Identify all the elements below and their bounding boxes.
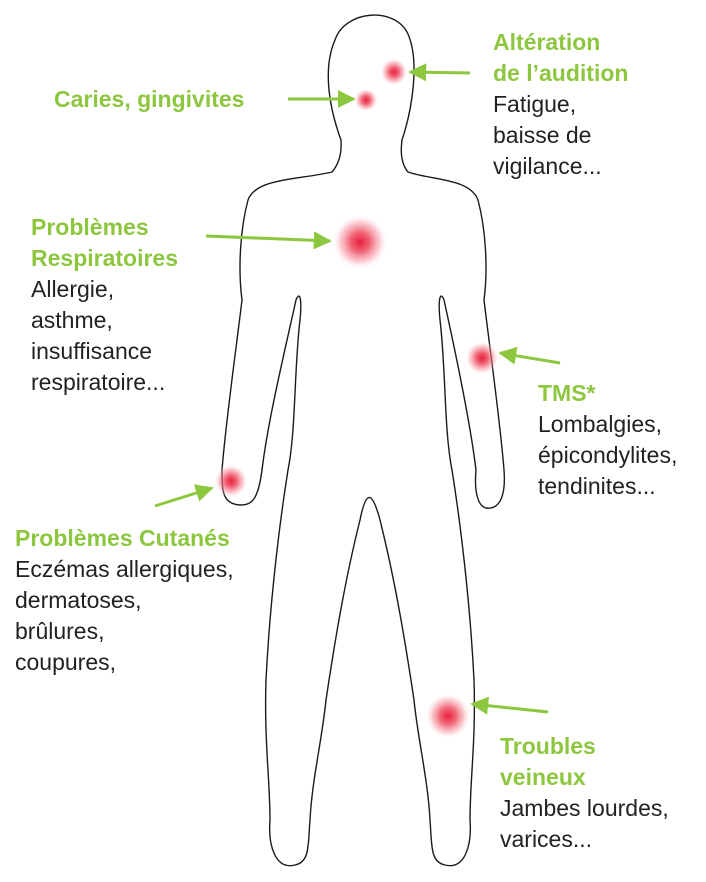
label-audition-desc-3: vigilance... [493, 151, 628, 182]
label-tms-desc-3: tendinites... [538, 471, 677, 502]
label-tms-desc-1: Lombalgies, [538, 409, 677, 440]
label-tms: TMS* Lombalgies, épicondylites, tendinit… [538, 378, 677, 502]
hotspot-hand [214, 464, 248, 498]
body-outline [222, 15, 504, 866]
hotspot-chest [332, 214, 388, 270]
label-caries: Caries, gingivites [54, 84, 244, 115]
label-audition-desc-1: Fatigue, [493, 89, 628, 120]
label-audition-title-2: de l’audition [493, 58, 628, 89]
arrow-cutanes [155, 488, 212, 506]
label-respiratoires-desc-4: respiratoire... [31, 367, 178, 398]
hotspot-elbow [465, 341, 499, 375]
arrow-tms [500, 353, 560, 363]
label-veineux-title: Troubles [500, 731, 669, 762]
hotspot-jaw [354, 88, 378, 112]
label-caries-title: Caries, gingivites [54, 84, 244, 115]
label-veineux-title-2: veineux [500, 762, 669, 793]
arrow-audition [410, 72, 470, 73]
label-cutanes-title: Problèmes Cutanés [15, 523, 234, 554]
label-respiratoires: Problèmes Respiratoires Allergie, asthme… [31, 212, 178, 398]
label-cutanes-desc-3: brûlures, [15, 616, 234, 647]
label-veineux-desc-1: Jambes lourdes, [500, 793, 669, 824]
label-cutanes-desc-4: coupures, [15, 647, 234, 678]
label-respiratoires-desc-2: asthme, [31, 305, 178, 336]
arrow-respiratoires [206, 236, 330, 241]
label-veineux: Troubles veineux Jambes lourdes, varices… [500, 731, 669, 855]
label-audition-desc-2: baisse de [493, 120, 628, 151]
label-respiratoires-desc-3: insuffisance [31, 336, 178, 367]
label-tms-title: TMS* [538, 378, 677, 409]
label-cutanes: Problèmes Cutanés Eczémas allergiques, d… [15, 523, 234, 678]
label-audition: Altération de l’audition Fatigue, baisse… [493, 27, 628, 182]
label-respiratoires-title: Problèmes [31, 212, 178, 243]
label-cutanes-desc-2: dermatoses, [15, 585, 234, 616]
arrow-veineux [472, 704, 548, 712]
hotspot-ear [380, 58, 408, 86]
label-tms-desc-2: épicondylites, [538, 440, 677, 471]
hotspot-knee [425, 693, 471, 739]
label-audition-title: Altération [493, 27, 628, 58]
hotspots [214, 58, 499, 739]
label-respiratoires-desc-1: Allergie, [31, 274, 178, 305]
label-veineux-desc-2: varices... [500, 824, 669, 855]
label-cutanes-desc-1: Eczémas allergiques, [15, 554, 234, 585]
label-respiratoires-title-2: Respiratoires [31, 243, 178, 274]
